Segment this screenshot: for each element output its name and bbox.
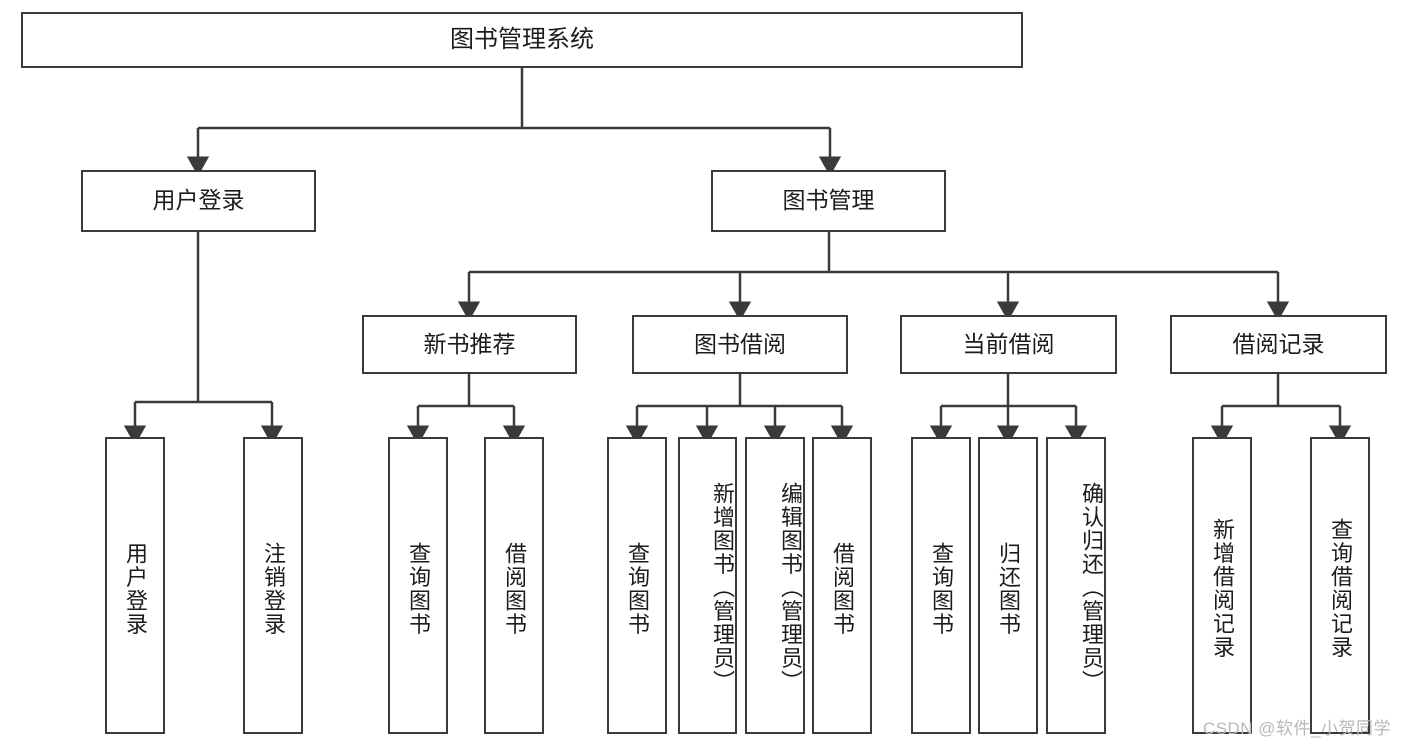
leaf-new-book-query[interactable]: 查询图书 — [388, 437, 448, 734]
leaf-user-login-signout[interactable]: 注销登录 — [243, 437, 303, 734]
leaf-book-borrow-borrow[interactable]: 借阅图书 — [812, 437, 872, 734]
leaf-book-borrow-edit[interactable]: 编辑图书（管理员） — [745, 437, 805, 734]
leaf-current-borrow-query[interactable]: 查询图书 — [911, 437, 971, 734]
leaf-borrow-record-query[interactable]: 查询借阅记录 — [1310, 437, 1370, 734]
watermark: CSDN @软件_小贺同学 — [1202, 719, 1391, 738]
leaf-borrow-record-add[interactable]: 新增借阅记录 — [1192, 437, 1252, 734]
leaf-book-borrow-add[interactable]: 新增图书（管理员） — [678, 437, 737, 734]
node-user-login[interactable]: 用户登录 — [81, 170, 316, 232]
leaf-user-login-signin[interactable]: 用户登录 — [105, 437, 165, 734]
leaf-book-borrow-query[interactable]: 查询图书 — [607, 437, 667, 734]
leaf-current-borrow-return[interactable]: 归还图书 — [978, 437, 1038, 734]
node-borrow-record[interactable]: 借阅记录 — [1170, 315, 1387, 374]
node-current-borrow[interactable]: 当前借阅 — [900, 315, 1117, 374]
node-book-management[interactable]: 图书管理 — [711, 170, 946, 232]
leaf-current-borrow-confirm-return[interactable]: 确认归还（管理员） — [1046, 437, 1106, 734]
leaf-new-book-borrow[interactable]: 借阅图书 — [484, 437, 544, 734]
node-new-book-recommend[interactable]: 新书推荐 — [362, 315, 577, 374]
node-root[interactable]: 图书管理系统 — [21, 12, 1023, 68]
node-book-borrow[interactable]: 图书借阅 — [632, 315, 848, 374]
